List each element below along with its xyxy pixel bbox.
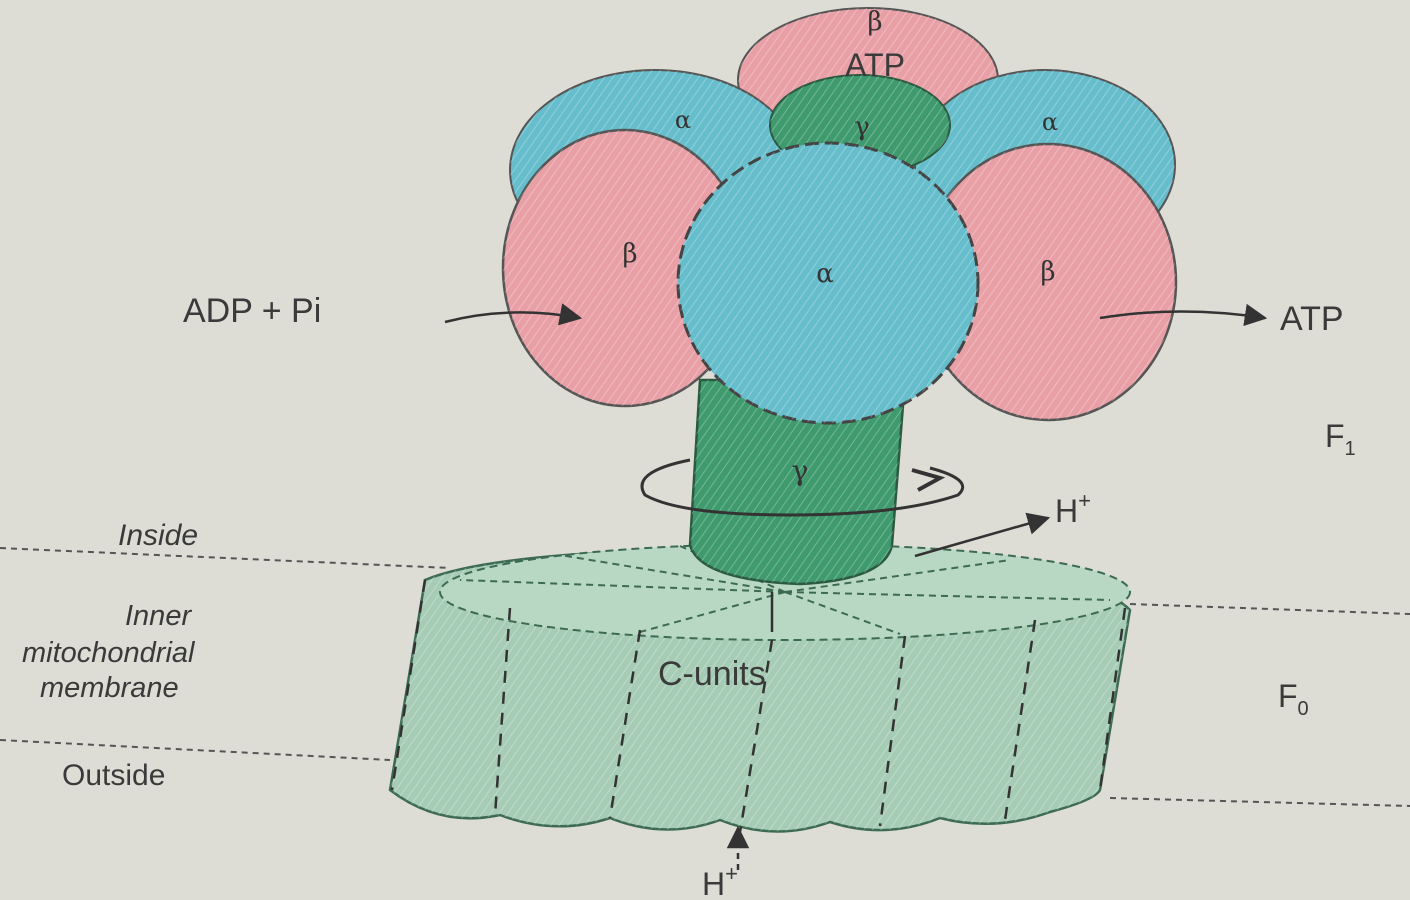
alpha-left-back-label: α [675,106,691,134]
h-plus-top-label: H+ [1055,488,1091,529]
membrane-label-line3: membrane [40,672,179,704]
h-plus-out-arrow [915,518,1048,556]
h-plus-bottom-label: H+ [702,861,738,900]
outside-boundary-left [0,740,390,760]
adp-pi-label: ADP + Pi [183,292,321,330]
outside-label: Outside [62,759,165,792]
gamma-stalk-label: γ [792,454,809,487]
gamma-top-label: γ [854,112,870,142]
f1-head: β ATP α α γ β α β [503,7,1176,423]
f1-label: F1 [1325,418,1356,460]
f0-label: F0 [1278,678,1309,720]
inside-label: Inside [118,519,198,552]
beta-right-label: β [1040,257,1055,287]
inside-boundary-right [1130,604,1410,614]
alpha-front-label: α [816,259,834,289]
beta-left-label: β [622,239,637,269]
c-units-label: C-units [658,655,766,693]
membrane-label-line1: Inner [125,600,192,632]
atp-out-label: ATP [1280,300,1344,338]
beta-top-atp-label: ATP [845,47,905,83]
alpha-right-back-label: α [1042,108,1058,136]
membrane-label-line2: mitochondrial [22,637,196,669]
outside-boundary-right [1110,798,1410,806]
inside-boundary-left [0,548,450,568]
beta-top-label: β [867,7,882,37]
rotation-arrow-head [912,470,940,490]
